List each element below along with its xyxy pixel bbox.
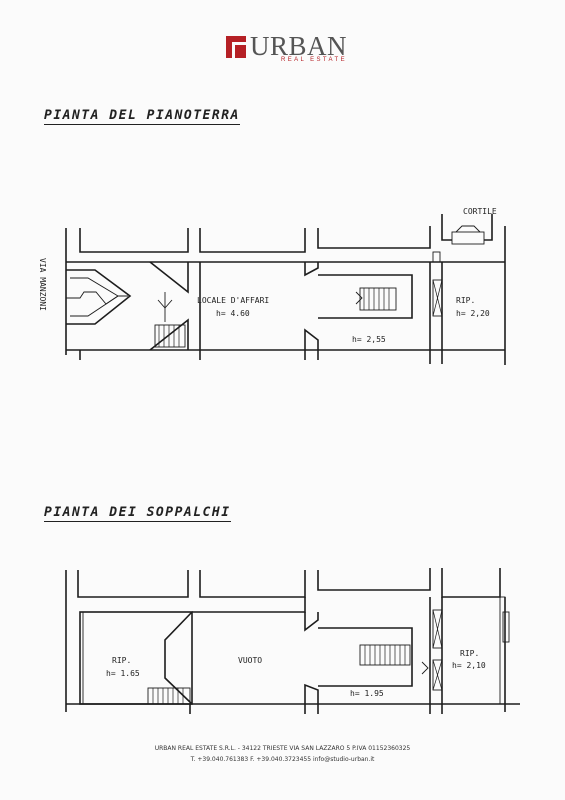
ground-floor-title: PIANTA DEL PIANOTERRA xyxy=(44,108,240,125)
footer-contact-line: T. +39.040.761383 F. +39.040.3723455 inf… xyxy=(190,756,375,763)
storage-label: RIP. xyxy=(456,296,475,305)
logo-mark-icon xyxy=(226,36,246,58)
logo-brand: URBAN xyxy=(250,31,348,61)
courtyard-label: CORTILE xyxy=(463,207,497,216)
storage-height: h= 2,20 xyxy=(456,309,490,318)
logo-tagline: REAL ESTATE xyxy=(281,57,347,63)
storage-left-label: RIP. xyxy=(112,656,131,665)
entrance-stair xyxy=(154,324,186,348)
mezzanine-right-stair xyxy=(359,644,411,666)
main-room-height: h= 4.60 xyxy=(216,309,250,318)
street-label: VIA MANZONI xyxy=(38,258,47,311)
mezzanine-plan: RIP. h= 1.65 VUOTO h= 1.95 RIP. h= 2,10 xyxy=(65,568,520,714)
storage-right-height: h= 2,10 xyxy=(452,661,486,670)
corridor-height: h= 2,55 xyxy=(352,335,386,344)
storage-right-label: RIP. xyxy=(460,649,479,658)
void-label: VUOTO xyxy=(238,656,262,665)
storage-left-height: h= 1.65 xyxy=(106,669,140,678)
urban-logo: URBAN REAL ESTATE xyxy=(226,31,356,67)
internal-stair xyxy=(355,287,397,311)
mezzanine-title: PIANTA DEI SOPPALCHI xyxy=(44,505,231,522)
main-room-label: LOCALE D'AFFARI xyxy=(197,296,269,305)
footer-company-line: URBAN REAL ESTATE S.R.L. - 34122 TRIESTE… xyxy=(154,745,411,752)
ground-floor-plan: VIA MANZONI CORTILE LOCALE D'AFFARI h= 4… xyxy=(38,207,506,365)
mezzanine-mid-height: h= 1.95 xyxy=(350,689,384,698)
mezzanine-left-stair xyxy=(147,687,191,705)
